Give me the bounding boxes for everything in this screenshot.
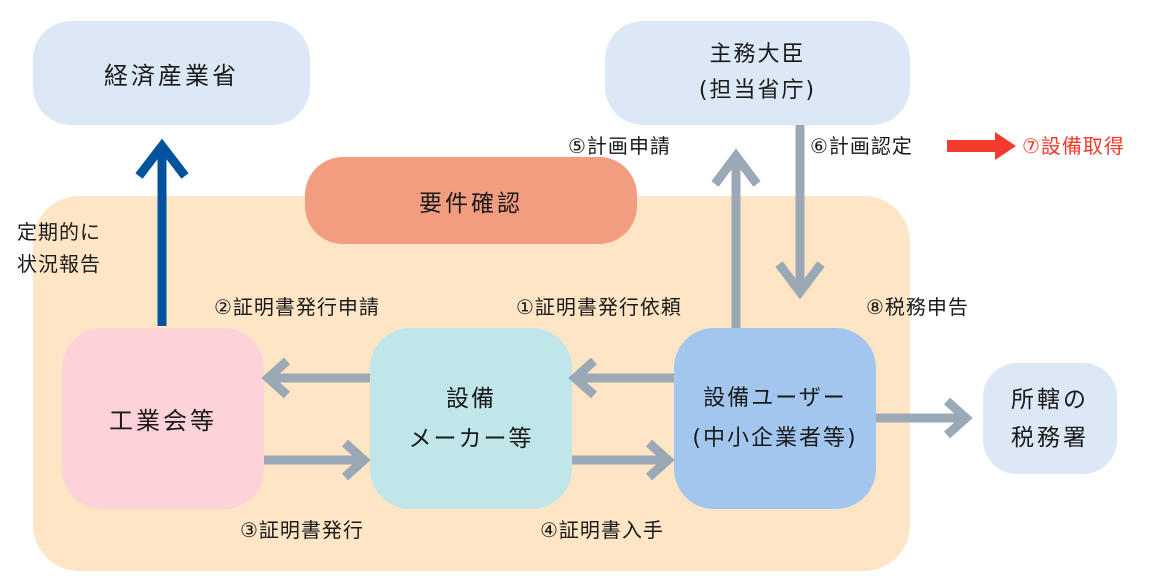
meti-node: 経済産業省 [33, 21, 310, 125]
equipment-maker-node: 設備 メーカー等 [370, 328, 572, 509]
industry-association-label: 工業会等 [109, 407, 217, 435]
step5-label: ⑤計画申請 [568, 134, 671, 158]
minister-label: 主務大臣 [709, 42, 806, 67]
step6-label: ⑥計画認定 [810, 134, 913, 158]
requirement-check-label: 要件確認 [419, 190, 523, 217]
periodic-report-line1: 定期的に [17, 220, 101, 244]
equipment-user-sublabel: (中小企業者等) [692, 425, 858, 451]
periodic-report-line2: 状況報告 [17, 252, 101, 276]
certificate-application-arrow [261, 357, 370, 399]
report-arrow [135, 138, 189, 326]
plan-application-arrow [711, 148, 761, 328]
step3-label: ③証明書発行 [240, 518, 364, 542]
requirement-check-node: 要件確認 [305, 157, 637, 244]
tax-filing-arrow [876, 397, 973, 439]
equipment-user-node: 設備ユーザー (中小企業者等) [674, 328, 876, 509]
step4-label: ④証明書入手 [540, 518, 664, 542]
minister-node: 主務大臣 (担当省庁) [605, 21, 910, 125]
meti-label: 経済産業省 [104, 61, 239, 90]
equipment-maker-sublabel: メーカー等 [408, 425, 534, 452]
step1-label: ①証明書発行依頼 [516, 295, 682, 319]
industry-association-node: 工業会等 [62, 328, 264, 509]
step8-label: ⑧税務申告 [866, 295, 969, 319]
equipment-maker-label: 設備 [446, 385, 496, 412]
equipment-acquisition-arrow [947, 132, 1016, 160]
plan-approval-arrow [775, 125, 825, 300]
equipment-user-label: 設備ユーザー [703, 385, 847, 411]
tax-office-label: 所轄の [1011, 386, 1089, 413]
periodic-report-label: 定期的に 状況報告 [17, 216, 101, 280]
certificate-issue-arrow [264, 439, 371, 481]
step2-label: ②証明書発行申請 [214, 295, 380, 319]
tax-office-sublabel: 税務署 [1011, 424, 1089, 451]
step7-label: ⑦設備取得 [1022, 134, 1125, 158]
tax-office-node: 所轄の 税務署 [983, 363, 1117, 474]
minister-sublabel: (担当省庁) [698, 78, 817, 103]
certificate-receipt-arrow [572, 439, 675, 481]
certificate-request-arrow [568, 357, 674, 399]
